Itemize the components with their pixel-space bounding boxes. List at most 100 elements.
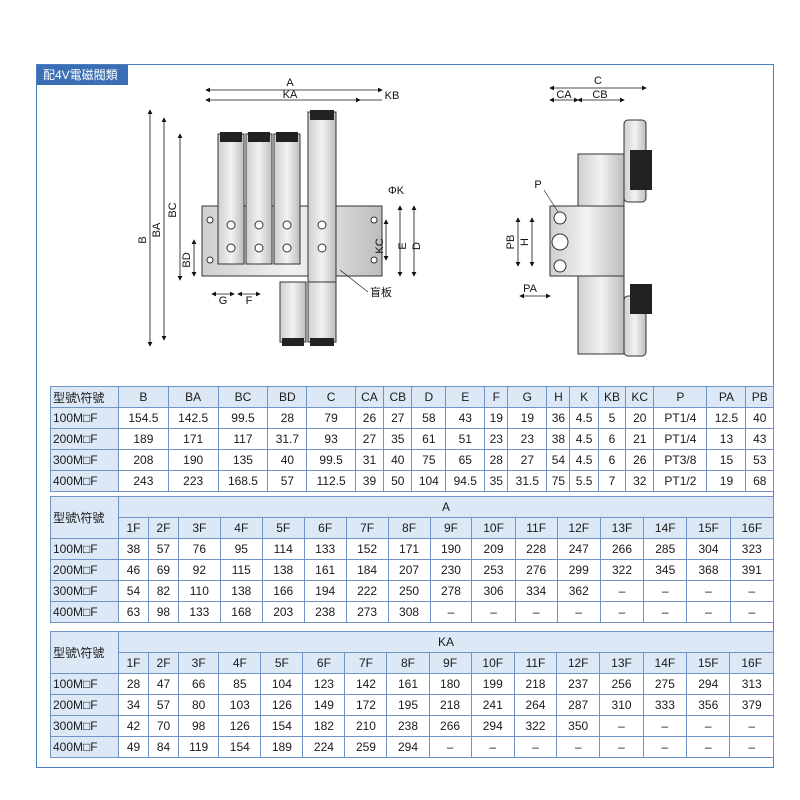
solenoid-cap-1 xyxy=(220,132,242,142)
table1-value-cell: 39 xyxy=(354,470,385,492)
table2-value-cell: – xyxy=(556,601,601,623)
table1-value-cell: 6 xyxy=(597,449,627,471)
table3-header-cell: 3F xyxy=(178,652,220,674)
table2-header-cell: 13F xyxy=(599,517,645,539)
table3-value-cell: 66 xyxy=(178,673,220,695)
table1-value-cell: 50 xyxy=(383,470,413,492)
table2-value-cell: 228 xyxy=(514,538,558,560)
table3-header-cell: 2F xyxy=(148,652,180,674)
table1-value-cell: 54 xyxy=(546,449,571,471)
table2-value-cell: – xyxy=(514,601,558,623)
table3-value-cell: 294 xyxy=(470,715,515,737)
table3-value-cell: – xyxy=(428,736,472,758)
table2-header-cell: 5F xyxy=(261,517,305,539)
table1-header-cell: BD xyxy=(267,386,308,408)
table2-value-cell: 76 xyxy=(177,538,221,560)
table2-value-cell: 230 xyxy=(429,559,473,581)
table2-header-cell: 10F xyxy=(471,517,516,539)
table2-value-cell: 57 xyxy=(147,538,179,560)
table3-value-cell: – xyxy=(555,736,601,758)
table2-value-cell: – xyxy=(686,580,731,602)
table3-value-cell: – xyxy=(599,736,644,758)
table1-value-cell: 51 xyxy=(445,428,486,450)
table2-header-cell: 16F xyxy=(729,517,775,539)
table3-value-cell: 98 xyxy=(178,715,220,737)
dim-P: P xyxy=(534,179,541,191)
table1-value-cell: 189 xyxy=(118,428,169,450)
table3-value-cell: 123 xyxy=(302,673,346,695)
table1-value-cell: 61 xyxy=(411,428,447,450)
table2-value-cell: 138 xyxy=(219,580,263,602)
table2-value-cell: 368 xyxy=(686,559,731,581)
side-connector-top xyxy=(630,150,652,190)
dim-BC: BC xyxy=(167,202,179,217)
table2-value-cell: 138 xyxy=(261,559,305,581)
table2-value-cell: 38 xyxy=(118,538,149,560)
table2-value-cell: 299 xyxy=(556,559,601,581)
table3-value-cell: 57 xyxy=(148,694,180,716)
table3-header-cell: 12F xyxy=(555,652,601,674)
dim-D: D xyxy=(411,242,423,250)
table3-value-cell: 180 xyxy=(428,673,472,695)
table3-header-cell: 16F xyxy=(729,652,774,674)
side-view: C CA CB P PB H PA xyxy=(505,75,652,357)
table3-value-cell: – xyxy=(599,715,644,737)
table1-value-cell: 53 xyxy=(745,449,774,471)
table3-value-cell: 42 xyxy=(117,715,150,737)
table2-value-cell: 168 xyxy=(219,601,263,623)
table2-value-cell: 253 xyxy=(471,559,516,581)
table2-value-cell: 306 xyxy=(471,580,516,602)
table3-value-cell: 210 xyxy=(344,715,388,737)
table3-value-cell: 238 xyxy=(386,715,430,737)
table2-value-cell: – xyxy=(471,601,516,623)
table2-header-cell: 2F xyxy=(147,517,179,539)
table1-value-cell: PT1/4 xyxy=(653,407,708,429)
table1-model-cell: 100M□F xyxy=(50,407,119,429)
section-title: 配4V電磁閥類 xyxy=(37,65,128,85)
table3-value-cell: 256 xyxy=(599,673,644,695)
table3-header-cell: 14F xyxy=(642,652,688,674)
table3-value-cell: 161 xyxy=(386,673,430,695)
table2-header-cell: 1F xyxy=(118,517,149,539)
table3-value-cell: 34 xyxy=(117,694,150,716)
table1-value-cell: 43 xyxy=(445,407,486,429)
table2-value-cell: 362 xyxy=(556,580,601,602)
table1-header-cell: BC xyxy=(217,386,269,408)
table3-value-cell: 241 xyxy=(470,694,515,716)
drawing-svg: A KA KB B BA BC BD G F ΦK KC E D 盲板 xyxy=(137,75,652,357)
table3-value-cell: 28 xyxy=(117,673,150,695)
table2-value-cell: – xyxy=(686,601,731,623)
table1-header-cell: KC xyxy=(625,386,655,408)
table2-header-cell: 3F xyxy=(177,517,221,539)
table1-value-cell: 19 xyxy=(706,470,747,492)
table2-value-cell: 273 xyxy=(345,601,389,623)
table1-value-cell: 38 xyxy=(546,428,571,450)
table3-value-cell: – xyxy=(729,736,774,758)
table2-value-cell: 334 xyxy=(514,580,558,602)
table3-corner: 型號\符號 xyxy=(50,631,119,674)
table1-value-cell: 104 xyxy=(411,470,447,492)
valve-6 xyxy=(307,281,337,343)
table1-value-cell: 93 xyxy=(306,428,356,450)
table1-value-cell: 4.5 xyxy=(569,407,599,429)
table1-header-cell: BA xyxy=(167,386,219,408)
table1-value-cell: 23 xyxy=(507,428,548,450)
table1-value-cell: 154.5 xyxy=(118,407,169,429)
table2-group-row: 型號\符號 A xyxy=(50,496,774,539)
table1-header-cell: G xyxy=(507,386,548,408)
table1-header-cell: C xyxy=(306,386,356,408)
table2-value-cell: 54 xyxy=(118,580,149,602)
table3-value-cell: – xyxy=(642,715,688,737)
table1-value-cell: 5.5 xyxy=(569,470,599,492)
content-frame xyxy=(36,64,774,768)
table3-value-cell: 154 xyxy=(218,736,262,758)
table1-value-cell: 27 xyxy=(383,407,413,429)
table1-value-cell: 99.5 xyxy=(217,407,269,429)
table3-value-cell: – xyxy=(513,736,557,758)
table1-value-cell: PT3/8 xyxy=(653,449,708,471)
table2-value-cell: 114 xyxy=(261,538,305,560)
